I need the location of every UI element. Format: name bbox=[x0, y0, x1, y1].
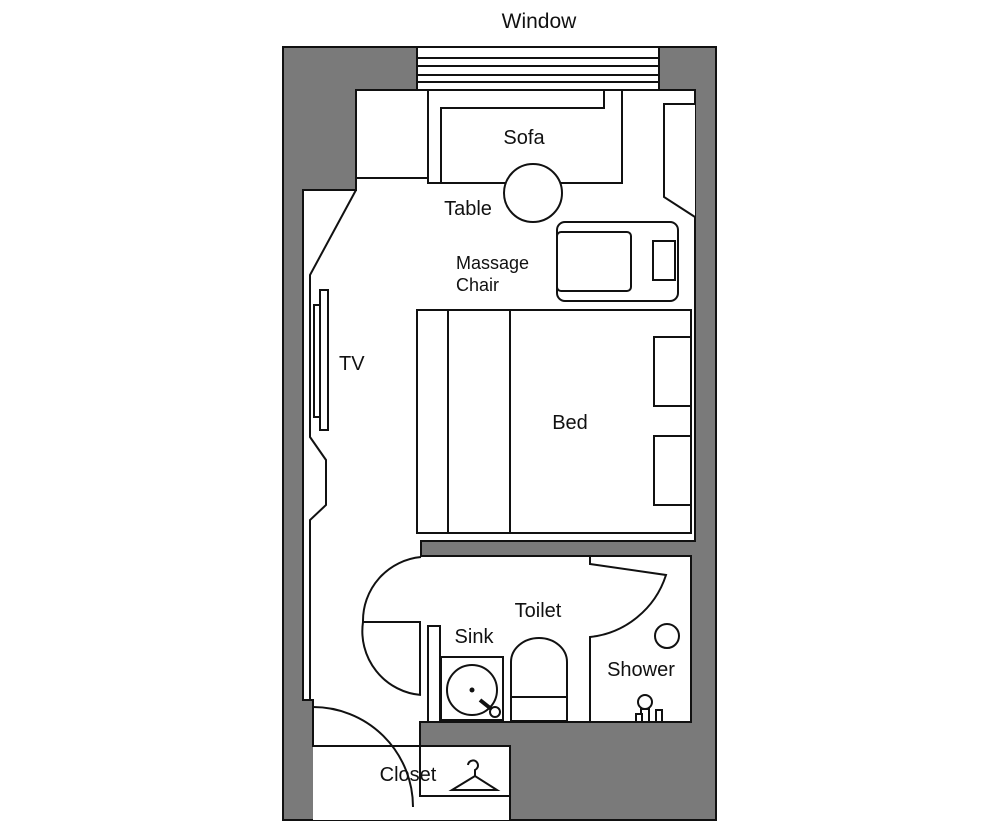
label-tv: TV bbox=[339, 353, 365, 375]
wall-cabinet-right bbox=[663, 103, 696, 218]
bathroom bbox=[361, 556, 680, 723]
label-shower: Shower bbox=[607, 659, 675, 681]
label-massage-chair-line2: Chair bbox=[456, 275, 499, 295]
tv bbox=[319, 289, 329, 431]
label-window: Window bbox=[502, 10, 578, 33]
table bbox=[503, 163, 563, 223]
massage-chair bbox=[556, 221, 679, 302]
sink bbox=[440, 656, 504, 721]
label-closet: Closet bbox=[380, 764, 437, 786]
label-bed: Bed bbox=[552, 412, 588, 434]
pillow bbox=[653, 336, 692, 407]
wall-panel-top-left bbox=[355, 90, 428, 179]
shower-head bbox=[654, 623, 680, 649]
shower-faucet bbox=[635, 694, 663, 723]
window bbox=[416, 46, 660, 91]
label-sink: Sink bbox=[455, 626, 495, 648]
label-toilet: Toilet bbox=[515, 600, 562, 622]
bed bbox=[416, 309, 692, 534]
toilet bbox=[510, 637, 568, 722]
tv-wall-unit bbox=[303, 189, 357, 700]
entry-door bbox=[312, 706, 414, 808]
hanger-icon bbox=[448, 759, 501, 791]
label-massage-chair-line1: Massage bbox=[456, 253, 529, 273]
pillow bbox=[653, 435, 692, 506]
label-sofa: Sofa bbox=[503, 127, 545, 149]
label-table: Table bbox=[444, 198, 492, 220]
